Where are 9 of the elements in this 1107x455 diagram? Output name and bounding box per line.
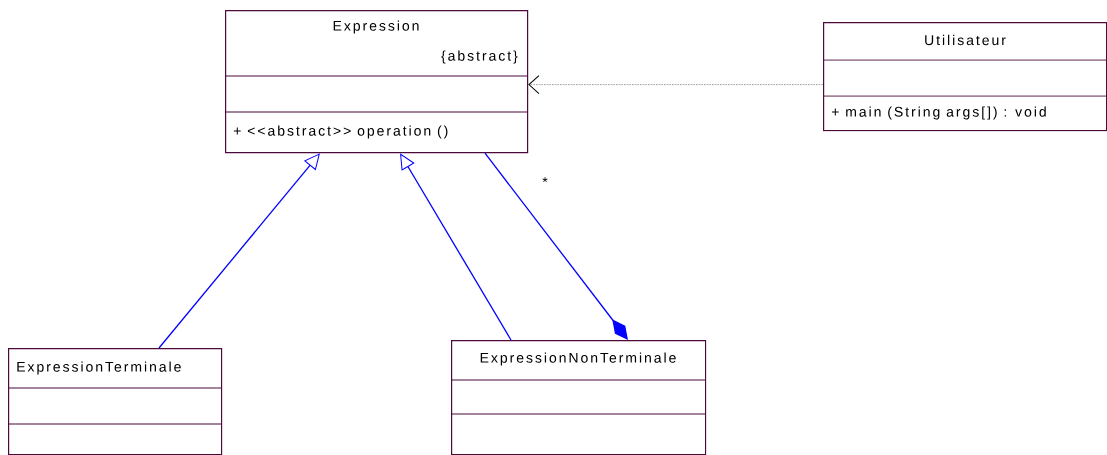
class-box: Expression {abstract} + <<abstract>> operation () <box>224 10 529 154</box>
class-box: ExpressionNonTerminale <box>450 340 707 455</box>
edge-label: * <box>541 176 549 188</box>
connector <box>484 152 628 340</box>
class-box: ExpressionTerminale <box>7 348 223 455</box>
connector <box>400 153 512 341</box>
connector <box>528 75 824 95</box>
connector <box>158 153 320 349</box>
class-box: Utilisateur + main (String args[]) : void <box>822 22 1107 132</box>
